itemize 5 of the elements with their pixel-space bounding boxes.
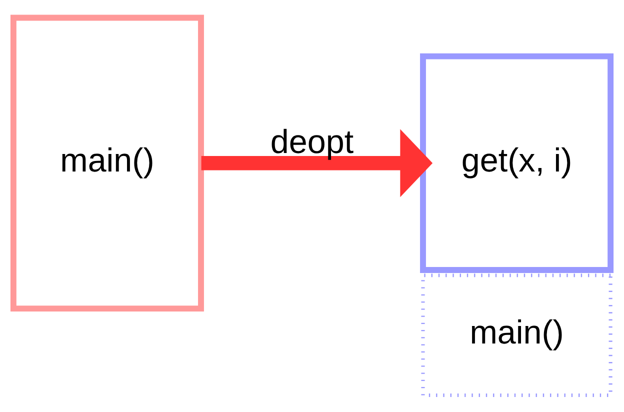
node-box: get(x, i) [420, 52, 614, 272]
edge-label: deopt [270, 123, 354, 160]
node-box: main() [421, 273, 612, 397]
node-box: main() [10, 14, 204, 312]
arrow [201, 128, 433, 197]
